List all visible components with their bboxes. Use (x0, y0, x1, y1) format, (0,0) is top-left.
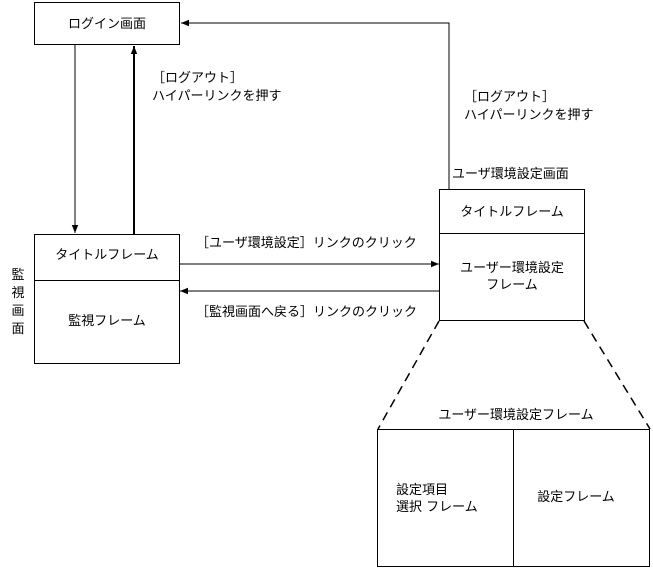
zoom-line-left (377, 320, 440, 430)
edge-user-env-logout-to-login (181, 19, 450, 189)
detail-frame-node: 設定項目 選択 フレーム 設定フレーム (377, 429, 650, 567)
monitor-screen-side-label: 監 視 画 面 (11, 267, 24, 337)
monitor-screen-node: タイトルフレーム 監視フレーム (34, 234, 180, 364)
svg-text:視: 視 (11, 286, 24, 301)
svg-text:画: 画 (11, 304, 24, 319)
logout-label-user-env-line1: ［ログアウト］ (464, 90, 555, 105)
svg-text:面: 面 (11, 322, 24, 337)
logout-label-monitor-line1: ［ログアウト］ (152, 71, 243, 86)
user-env-title-frame-label: タイトルフレーム (460, 205, 564, 220)
to-user-env-label: ［ユーザ環境設定］リンクのクリック (196, 235, 417, 251)
detail-caption: ユーザー環境設定フレーム (438, 407, 593, 423)
setting-frame-label: 設定フレーム (537, 489, 615, 505)
logout-label-monitor-line2: ハイパーリンクを押す (152, 89, 281, 104)
logout-label-user-env-line2: ハイパーリンクを押す (464, 108, 593, 123)
item-select-frame-label-line2: 選択 フレーム (396, 500, 478, 515)
back-to-monitor-label: ［監視画面へ戻る］リンクのクリック (196, 304, 417, 320)
monitor-frame-label: 監視フレーム (68, 313, 146, 329)
login-screen-label: ログイン画面 (68, 17, 146, 32)
user-env-screen-node: タイトルフレーム ユーザー環境設定 フレーム (439, 189, 585, 321)
login-screen-node: ログイン画面 (34, 2, 180, 45)
item-select-frame-label-line1: 設定項目 (396, 482, 448, 498)
zoom-line-right (583, 320, 651, 430)
svg-text:監: 監 (11, 267, 24, 283)
user-env-screen-caption: ユーザ環境設定画面 (452, 166, 569, 182)
user-env-settings-frame-label-line1: ユーザー環境設定 (460, 260, 564, 276)
user-env-settings-frame-label-line2: フレーム (486, 278, 538, 293)
monitor-title-frame-label: タイトルフレーム (55, 248, 159, 263)
